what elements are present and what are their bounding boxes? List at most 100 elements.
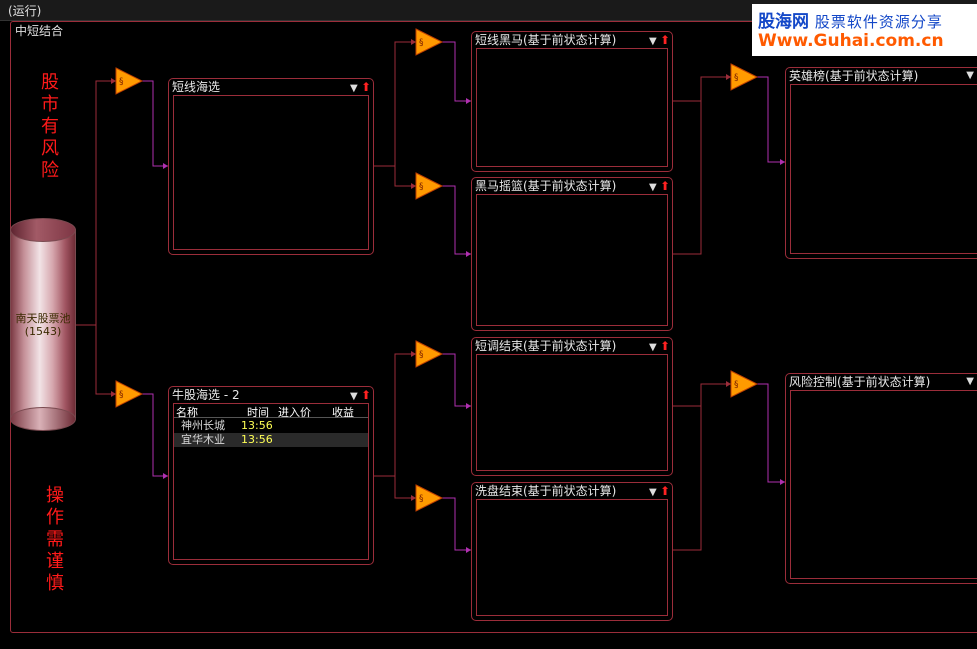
pool-label: 南天股票池 (1543) xyxy=(10,312,76,338)
panel-bull-scan[interactable]: 牛股海选 - 2 ▼ ⬆ 名称 时间 进入价 收益 神州长城 13:56 宜华木… xyxy=(168,386,374,565)
panel-list[interactable] xyxy=(790,84,977,254)
warning-char: 风 xyxy=(41,138,59,159)
panel-adjust-end[interactable]: 短调结束(基于前状态计算) ▼ ⬆ xyxy=(471,337,673,476)
panel-hero-list[interactable]: 英雄榜(基于前状态计算) ▼ xyxy=(785,67,977,259)
filter-icon[interactable]: § xyxy=(729,369,759,399)
warning-char: 慎 xyxy=(46,573,64,594)
wire-bull-up xyxy=(372,353,416,477)
panel-list[interactable] xyxy=(476,194,668,326)
panel-list[interactable] xyxy=(476,354,668,471)
pool-name: 南天股票池 xyxy=(15,312,71,325)
panel-controls: ▼ ⬆ xyxy=(649,339,670,355)
panel-header: 风险控制(基于前状态计算) ▼ xyxy=(786,374,977,390)
panel-header: 洗盘结束(基于前状态计算) ▼ ⬆ xyxy=(472,483,672,499)
wire-f7 xyxy=(755,76,785,163)
panel-title: 短线黑马(基于前状态计算) xyxy=(475,33,617,47)
filter-icon[interactable]: § xyxy=(114,66,144,96)
panel-list[interactable] xyxy=(476,499,668,616)
warning-char: 市 xyxy=(41,94,59,115)
panel-short-scan[interactable]: 短线海选 ▼ ⬆ xyxy=(168,78,374,255)
svg-text:§: § xyxy=(734,73,739,83)
run-status: (运行) xyxy=(8,4,42,18)
panel-list[interactable] xyxy=(476,48,668,167)
panel-title: 洗盘结束(基于前状态计算) xyxy=(475,484,617,498)
move-up-icon[interactable]: ⬆ xyxy=(360,388,371,402)
wire-pool-bottom xyxy=(95,325,116,395)
filter-icon[interactable]: § xyxy=(414,27,444,57)
wire-cradle-out xyxy=(671,101,702,255)
panel-header: 黑马摇篮(基于前状态计算) ▼ ⬆ xyxy=(472,178,672,194)
move-up-icon[interactable]: ⬆ xyxy=(659,484,670,498)
column-header-profit[interactable]: 收益 xyxy=(332,406,354,419)
svg-text:§: § xyxy=(419,182,424,192)
panel-list[interactable] xyxy=(173,95,369,250)
panel-header: 牛股海选 - 2 ▼ ⬆ xyxy=(169,387,373,403)
panel-title: 英雄榜(基于前状态计算) xyxy=(789,69,919,83)
filter-icon[interactable]: § xyxy=(114,379,144,409)
dropdown-icon[interactable]: ▼ xyxy=(649,182,657,193)
move-up-icon[interactable]: ⬆ xyxy=(659,33,670,47)
wire-short-up xyxy=(372,41,416,167)
column-header-time[interactable]: 时间 xyxy=(247,406,269,419)
column-header-name[interactable]: 名称 xyxy=(176,406,198,419)
filter-icon[interactable]: § xyxy=(414,171,444,201)
panel-title: 风险控制(基于前状态计算) xyxy=(789,375,931,389)
stock-pool-database[interactable]: 南天股票池 (1543) xyxy=(10,218,76,431)
warning-char: 谨 xyxy=(46,551,64,572)
wire-adjust-out xyxy=(671,383,731,407)
wire-wash-out xyxy=(671,406,702,551)
svg-text:§: § xyxy=(119,77,124,87)
warning-char: 有 xyxy=(41,116,59,137)
panel-controls: ▼ ⬆ xyxy=(649,484,670,500)
panel-wash-end[interactable]: 洗盘结束(基于前状态计算) ▼ ⬆ xyxy=(471,482,673,621)
logo-slogan: 股票软件资源分享 xyxy=(814,13,943,31)
panel-controls: ▼ xyxy=(966,375,974,389)
table-row[interactable]: 宜华木业 13:56 xyxy=(174,433,368,447)
dropdown-icon[interactable]: ▼ xyxy=(966,70,974,81)
wire-f3 xyxy=(440,41,471,102)
entry-time: 13:56 xyxy=(241,433,273,446)
stock-name: 神州长城 xyxy=(181,419,225,432)
dropdown-icon[interactable]: ▼ xyxy=(350,83,358,94)
panel-controls: ▼ ⬆ xyxy=(350,80,371,96)
svg-text:§: § xyxy=(419,38,424,48)
filter-icon[interactable]: § xyxy=(414,339,444,369)
wire-f2 xyxy=(140,393,168,477)
dropdown-icon[interactable]: ▼ xyxy=(649,36,657,47)
dropdown-icon[interactable]: ▼ xyxy=(966,376,974,387)
table-row[interactable]: 神州长城 13:56 xyxy=(174,419,368,433)
panel-title: 短调结束(基于前状态计算) xyxy=(475,339,617,353)
move-up-icon[interactable]: ⬆ xyxy=(659,339,670,353)
wire-short-down xyxy=(394,166,416,187)
move-up-icon[interactable]: ⬆ xyxy=(360,80,371,94)
dropdown-icon[interactable]: ▼ xyxy=(350,391,358,402)
column-header-entry-price[interactable]: 进入价 xyxy=(278,406,311,419)
svg-text:§: § xyxy=(419,350,424,360)
panel-risk-control[interactable]: 风险控制(基于前状态计算) ▼ xyxy=(785,373,977,584)
filter-icon[interactable]: § xyxy=(414,483,444,513)
wire-arrowheads xyxy=(163,98,785,553)
panel-dark-horse[interactable]: 短线黑马(基于前状态计算) ▼ ⬆ xyxy=(471,31,673,172)
filter-icon[interactable]: § xyxy=(729,62,759,92)
logo-name: 股海网 xyxy=(758,12,809,32)
panel-header: 短调结束(基于前状态计算) ▼ ⬆ xyxy=(472,338,672,354)
panel-list[interactable] xyxy=(790,390,977,579)
panel-controls: ▼ ⬆ xyxy=(649,179,670,195)
panel-horse-cradle[interactable]: 黑马摇篮(基于前状态计算) ▼ ⬆ xyxy=(471,177,673,331)
panel-list[interactable]: 名称 时间 进入价 收益 神州长城 13:56 宜华木业 13:56 xyxy=(173,403,369,560)
dropdown-icon[interactable]: ▼ xyxy=(649,487,657,498)
wire-f5 xyxy=(440,353,471,407)
warning-char: 险 xyxy=(41,160,59,181)
wire-f8 xyxy=(755,383,785,483)
warning-text-top: 股 市 有 风 险 xyxy=(38,72,62,182)
svg-text:§: § xyxy=(119,390,124,400)
wire-dark-out xyxy=(671,76,731,102)
entry-time: 13:56 xyxy=(241,419,273,432)
logo-url: Www.Guhai.com.cn xyxy=(758,31,944,51)
dropdown-icon[interactable]: ▼ xyxy=(649,342,657,353)
wire-f1 xyxy=(140,80,168,167)
panel-controls: ▼ ⬆ xyxy=(350,388,371,404)
site-logo: 股海网 股票软件资源分享 Www.Guhai.com.cn xyxy=(752,4,977,56)
move-up-icon[interactable]: ⬆ xyxy=(659,179,670,193)
